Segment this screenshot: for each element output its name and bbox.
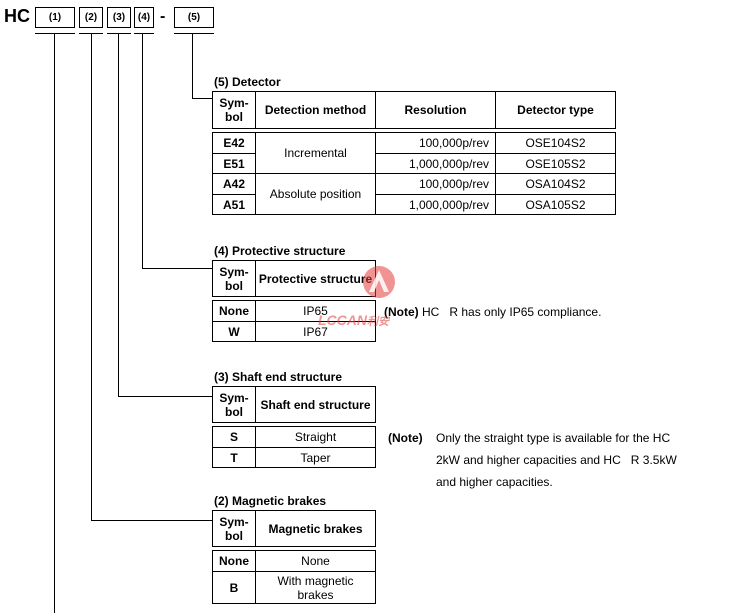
detector-resolution: 1,000,000p/rev [375,153,496,174]
protective-value: IP65 [255,300,376,322]
detector-header-resolution: Resolution [375,91,496,129]
shaft-note-line-3: and higher capacities. [436,475,553,489]
connector-2-horizontal [91,520,212,521]
connector-3-horizontal [118,396,212,397]
table-row: None None [212,550,376,572]
lccan-watermark-text: LCCAN利安 [318,312,389,329]
protective-note-label: (Note) [384,305,419,319]
table-row: E42 Incremental 100,000p/rev OSE104S2 [212,132,616,174]
table-row: E51 1,000,000p/rev OSE105S2 [212,153,616,174]
protective-symbol: None [212,300,256,322]
table-row: B With magnetic brakes [212,571,376,604]
detector-type: OSE105S2 [495,153,616,174]
slot-1-underline [35,33,75,34]
connector-5-vertical [192,33,193,99]
detector-type: OSE104S2 [495,132,616,154]
detector-symbol: A51 [212,194,256,215]
table-row: None IP65 [212,300,376,322]
table-row: W IP67 [212,321,376,342]
connector-2-vertical [91,33,92,521]
shaft-header-symbol: Sym- bol [212,386,256,423]
shaft-symbol: T [212,447,256,468]
slot-4-box: (4) [134,7,154,28]
detector-method: Absolute position [255,173,376,215]
connector-1-vertical [54,33,55,613]
shaft-note-label: (Note) [388,431,423,445]
detector-symbol: E51 [212,153,256,174]
detector-type: OSA104S2 [495,173,616,195]
watermark-sub: 利安 [367,316,389,328]
model-dash: - [160,8,166,25]
detector-header-method: Detection method [255,91,376,129]
protective-value: IP67 [255,321,376,342]
protective-note: (Note) HC R has only IP65 compliance. [384,301,601,323]
shaft-header-structure: Shaft end structure [255,386,376,423]
lccan-logo-icon [363,266,395,298]
detector-header-symbol: Sym- bol [212,91,256,129]
model-prefix: HC [4,6,30,26]
shaft-symbol: S [212,426,256,448]
protective-header-symbol: Sym- bol [212,260,256,297]
detector-table: Sym- bol Detection method Resolution Det… [212,91,616,215]
table-row: S Straight [212,426,376,448]
slot-5-box: (5) [174,7,214,28]
shaft-note-line-2: 2kW and higher capacities and HC R 3.5kW [436,453,677,467]
shaft-section-title: (3) Shaft end structure [214,370,343,384]
shaft-table: Sym- bol Shaft end structure S Straight … [212,386,376,468]
protective-symbol: W [212,321,256,342]
detector-type: OSA105S2 [495,194,616,215]
shaft-note: (Note) Only the straight type is availab… [388,427,738,493]
brakes-value: With magnetic brakes [255,571,376,604]
table-row: A42 Absolute position 100,000p/rev OSA10… [212,173,616,215]
slot-2-box: (2) [79,7,103,28]
connector-5-horizontal [192,98,212,99]
brakes-value: None [255,550,376,572]
detector-method: Incremental [255,132,376,174]
slot-3-underline [107,33,131,34]
brakes-header-symbol: Sym- bol [212,510,256,547]
detector-resolution: 1,000,000p/rev [375,194,496,215]
connector-4-vertical [142,33,143,269]
watermark-word: LCCAN [318,312,367,328]
lccan-watermark-logo [362,264,396,300]
protective-section-title: (4) Protective structure [214,244,346,258]
protective-note-text: HC R has only IP65 compliance. [422,305,602,319]
brakes-header-brakes: Magnetic brakes [255,510,376,547]
connector-3-vertical [118,33,119,397]
detector-header-type: Detector type [495,91,616,129]
detector-resolution: 100,000p/rev [375,173,496,195]
table-row: T Taper [212,447,376,468]
detector-section-title: (5) Detector [214,75,281,89]
slot-3-box: (3) [107,7,131,28]
slot-4-underline [134,33,154,34]
table-row: A51 1,000,000p/rev OSA105S2 [212,194,616,215]
detector-symbol: A42 [212,173,256,195]
protective-header-structure: Protective structure [255,260,376,297]
detector-resolution: 100,000p/rev [375,132,496,154]
slot-5-underline [174,33,214,34]
shaft-note-line-1: Only the straight type is available for … [436,431,671,445]
brakes-symbol: None [212,550,256,572]
brakes-table: Sym- bol Magnetic brakes None None B Wit… [212,510,376,604]
shaft-value: Taper [255,447,376,468]
brakes-symbol: B [212,571,256,604]
connector-4-horizontal [142,268,212,269]
detector-symbol: E42 [212,132,256,154]
shaft-value: Straight [255,426,376,448]
slot-1-box: (1) [35,7,75,28]
brakes-section-title: (2) Magnetic brakes [214,494,327,508]
protective-table: Sym- bol Protective structure None IP65 … [212,260,376,342]
